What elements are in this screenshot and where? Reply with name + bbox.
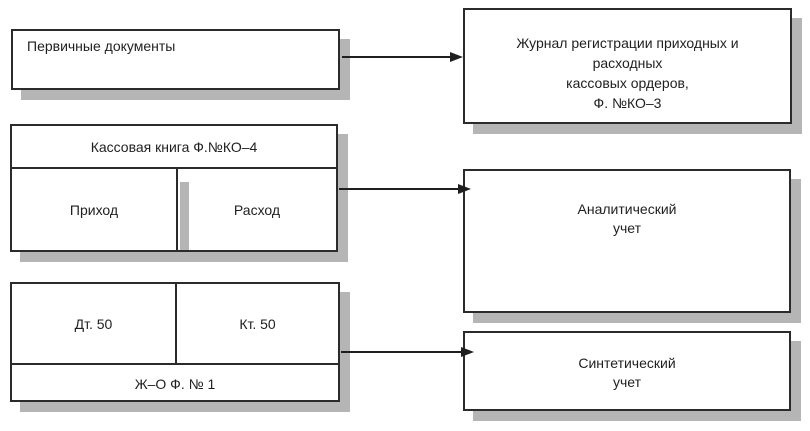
income-label: Приход xyxy=(69,201,119,218)
registration-journal-line-4: Ф. №КО–3 xyxy=(593,95,662,111)
cash-book-title: Кассовая книга Ф.№КО–4 xyxy=(90,138,258,155)
journal-order-footer: Ж–О Ф. № 1 xyxy=(12,365,338,402)
primary-documents-label: Первичные документы xyxy=(27,38,176,54)
synthetic-line-2: учет xyxy=(612,374,642,390)
arrowhead-icon xyxy=(458,184,471,194)
debit-label: Дт. 50 xyxy=(74,315,113,332)
arrow-cashbook-to-analytic xyxy=(339,184,471,195)
cell-debit: Дт. 50 xyxy=(12,284,177,363)
cash-book-cells: Приход Расход xyxy=(12,169,336,250)
arrow-shaft xyxy=(341,351,463,353)
arrow-documents-to-journal xyxy=(342,52,463,63)
account-50-cells: Дт. 50 Кт. 50 xyxy=(12,284,338,365)
box-registration-journal: Журнал регистрации приходных и расходных… xyxy=(463,8,792,124)
synthetic-line-1: Синтетический xyxy=(578,355,676,371)
registration-journal-line-2: расходных xyxy=(592,55,663,71)
cash-book-header: Кассовая книга Ф.№КО–4 xyxy=(12,126,336,169)
arrowhead-icon xyxy=(461,347,474,357)
analytic-line-1: Аналитический xyxy=(577,201,677,217)
divider-shadow xyxy=(180,182,189,250)
analytic-line-2: учет xyxy=(612,220,642,236)
box-account-50: Дт. 50 Кт. 50 Ж–О Ф. № 1 xyxy=(10,282,340,402)
registration-journal-line-3: кассовых ордеров, xyxy=(566,75,689,91)
box-primary-documents: Первичные документы xyxy=(11,29,340,90)
box-synthetic-accounting: Синтетический учет xyxy=(463,331,791,411)
cell-expense: Расход xyxy=(178,169,336,250)
box-analytic-accounting: Аналитический учет xyxy=(463,169,791,313)
arrow-shaft xyxy=(339,188,460,190)
cell-income: Приход xyxy=(12,169,178,250)
arrow-shaft xyxy=(342,56,452,58)
box-cash-book: Кассовая книга Ф.№КО–4 Приход Расход xyxy=(10,124,338,252)
registration-journal-line-1: Журнал регистрации приходных и xyxy=(516,35,739,51)
arrowhead-icon xyxy=(450,52,463,62)
journal-order-label: Ж–О Ф. № 1 xyxy=(134,375,216,392)
credit-label: Кт. 50 xyxy=(239,315,276,332)
arrow-account-to-synthetic xyxy=(341,347,474,358)
cell-credit: Кт. 50 xyxy=(177,284,338,363)
expense-label: Расход xyxy=(233,201,281,218)
